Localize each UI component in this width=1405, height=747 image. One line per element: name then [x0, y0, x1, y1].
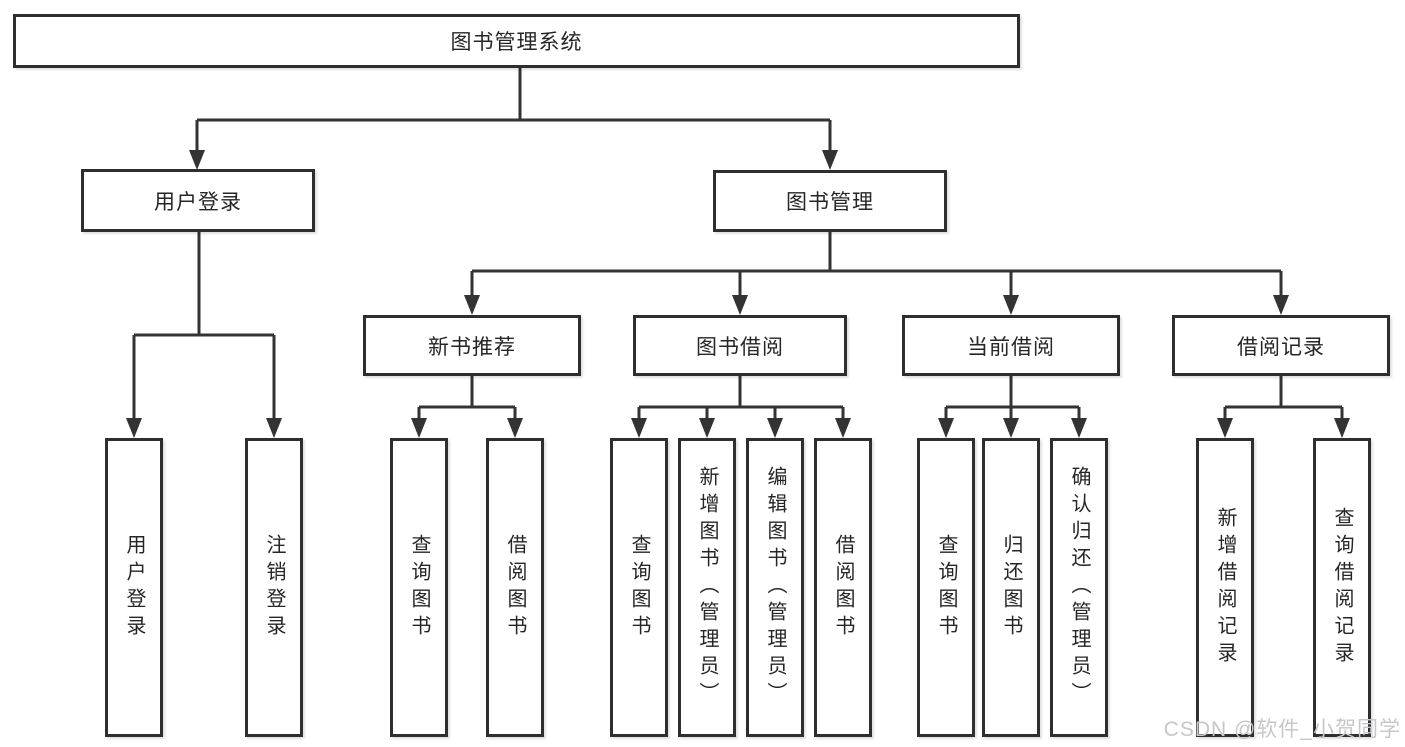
- arrow-icon: [411, 418, 427, 438]
- leaf-query-books-recommend: 查询图书: [390, 438, 448, 737]
- connector-recommend-to-leaves: [417, 376, 517, 424]
- node-root-library-system: 图书管理系统: [13, 14, 1020, 68]
- node-book-management: 图书管理: [713, 170, 947, 232]
- arrow-icon: [1071, 418, 1087, 438]
- node-label: 新书推荐: [428, 335, 516, 359]
- arrow-icon: [1003, 418, 1019, 438]
- node-label: 查询图书: [408, 533, 430, 642]
- arrow-icon: [189, 150, 205, 170]
- arrow-icon: [1273, 295, 1289, 315]
- node-current-borrowing: 当前借阅: [902, 315, 1120, 376]
- connector-login-to-leaves: [132, 232, 276, 424]
- node-book-borrowing: 图书借阅: [633, 315, 847, 376]
- node-label: 确认归还（管理员）: [1068, 466, 1090, 709]
- node-label: 借阅图书: [832, 533, 854, 642]
- arrowheads: [126, 150, 1350, 438]
- leaf-logout: 注销登录: [245, 438, 303, 737]
- arrow-icon: [699, 418, 715, 438]
- leaf-return-books: 归还图书: [982, 438, 1040, 737]
- arrow-icon: [1003, 295, 1019, 315]
- node-label: 借阅记录: [1237, 335, 1325, 359]
- csdn-watermark: CSDN @软件_小贺同学: [1163, 718, 1401, 741]
- node-label: 图书借阅: [696, 335, 784, 359]
- node-label: 用户登录: [154, 190, 242, 214]
- node-label: 当前借阅: [967, 335, 1055, 359]
- node-label: 查询图书: [628, 533, 650, 642]
- arrow-icon: [464, 295, 480, 315]
- leaf-add-borrow-record: 新增借阅记录: [1196, 438, 1254, 737]
- leaf-edit-books-admin: 编辑图书（管理员）: [746, 438, 804, 737]
- leaf-borrow-books-recommend: 借阅图书: [486, 438, 544, 737]
- leaf-query-books-current: 查询图书: [917, 438, 975, 737]
- leaf-query-books-borrow: 查询图书: [610, 438, 668, 737]
- arrow-icon: [266, 418, 282, 438]
- node-label: 新增借阅记录: [1214, 506, 1236, 669]
- connector-current-to-leaves: [944, 376, 1081, 424]
- arrow-icon: [835, 418, 851, 438]
- node-label: 归还图书: [1000, 533, 1022, 642]
- leaf-user-login: 用户登录: [105, 438, 163, 737]
- node-label: 新增图书（管理员）: [696, 466, 718, 709]
- arrow-icon: [938, 418, 954, 438]
- connector-bookmgmt-to-level3: [470, 232, 1283, 301]
- node-label: 查询借阅记录: [1331, 506, 1353, 669]
- node-label: 查询图书: [935, 533, 957, 642]
- connector-records-to-leaves: [1223, 376, 1344, 424]
- arrow-icon: [1217, 418, 1233, 438]
- arrow-icon: [1334, 418, 1350, 438]
- arrow-icon: [822, 150, 838, 170]
- leaf-borrow-books: 借阅图书: [814, 438, 872, 737]
- node-label: 编辑图书（管理员）: [764, 466, 786, 709]
- leaf-confirm-return-admin: 确认归还（管理员）: [1050, 438, 1108, 737]
- arrow-icon: [507, 418, 523, 438]
- node-borrowing-records: 借阅记录: [1172, 315, 1390, 376]
- node-label: 图书管理: [786, 191, 874, 214]
- arrow-icon: [631, 418, 647, 438]
- node-label: 借阅图书: [504, 533, 526, 642]
- node-user-login: 用户登录: [81, 169, 315, 232]
- node-label: 图书管理系统: [450, 31, 583, 54]
- arrow-icon: [732, 295, 748, 315]
- connector-borrow-to-leaves: [637, 376, 845, 424]
- leaf-add-books-admin: 新增图书（管理员）: [678, 438, 736, 737]
- node-new-book-recommend: 新书推荐: [363, 315, 581, 376]
- leaf-query-borrow-record: 查询借阅记录: [1313, 438, 1371, 737]
- node-label: 用户登录: [123, 533, 145, 642]
- connector-root-to-level2: [195, 68, 832, 156]
- node-label: 注销登录: [263, 533, 285, 642]
- arrow-icon: [767, 418, 783, 438]
- arrow-icon: [126, 418, 142, 438]
